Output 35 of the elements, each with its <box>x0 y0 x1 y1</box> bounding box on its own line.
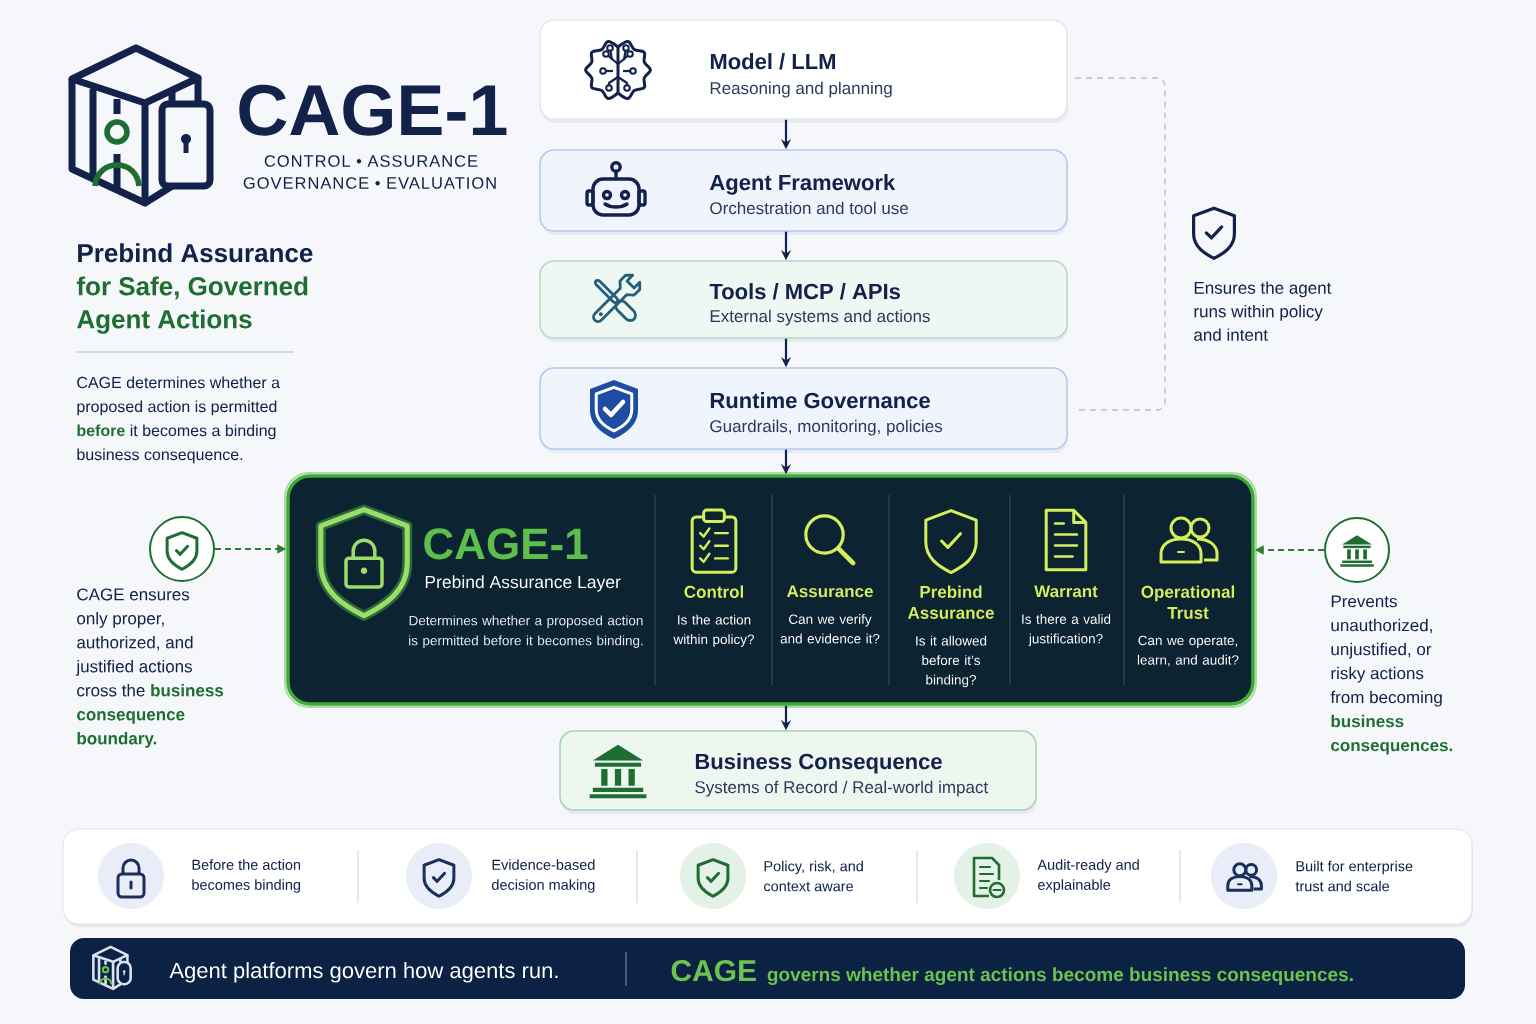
column-heading: Operational Trust <box>1141 585 1235 619</box>
paragraph: CAGE determines whether a proposed action is permitted before it becomes a binding business consequence. <box>77 376 281 464</box>
tagline: GOVERNANCE • EVALUATION <box>243 177 496 189</box>
process-box: Business Consequence Systems of Record / Real-world impact <box>559 730 1037 814</box>
process-box: Tools / MCP / APIs External systems and actions <box>539 260 1068 342</box>
side-note: CAGE ensures only proper, authorized, and justified actions cross the business consequence boundary. <box>76 588 224 748</box>
heading: Prebind Assurance <box>78 243 313 263</box>
process-box: Agent Framework Orchestration and tool use <box>539 149 1068 235</box>
panel-description: Determines whether a proposed action is permitted before it becomes binding. <box>409 615 643 648</box>
column-heading: Prebind Assurance <box>907 585 994 619</box>
process-box: Model / LLM Reasoning and planning <box>539 19 1068 123</box>
heading: for Safe, Governed Agent Actions <box>76 276 308 334</box>
feature-text: Before the action becomes binding <box>192 859 301 893</box>
emphasis-text: CAGE <box>671 960 756 982</box>
column-heading: Assurance <box>786 585 873 598</box>
column-heading: Warrant <box>1034 585 1098 598</box>
column-text: Is there a valid justification? <box>1022 614 1111 647</box>
process-box: Runtime Governance Guardrails, monitoring, policies <box>539 367 1068 453</box>
feature-text: Policy, risk, and context aware <box>764 860 863 892</box>
panel-subtitle: Prebind Assurance Layer <box>425 575 621 592</box>
column-text: Is it allowed before it’s binding? <box>916 635 987 688</box>
panel-title: CAGE-1 <box>424 528 588 560</box>
feature-text: Audit-ready and explainable <box>1037 859 1139 893</box>
column-heading: Control <box>684 585 743 598</box>
footer-text: Agent platforms govern how agents run. <box>169 962 558 983</box>
title: CAGE-1 <box>239 84 507 136</box>
column-text: Can we verify and evidence it? <box>780 614 880 644</box>
column-text: Can we operate, learn, and audit? <box>1137 635 1239 667</box>
note-text: Ensures the agent runs within policy and intent <box>1194 281 1332 341</box>
tagline: CONTROL • ASSURANCE <box>264 155 478 167</box>
side-note: Prevents unauthorized, unjustified, or risky actions from becoming business consequences. <box>1330 595 1453 755</box>
feature-text: Evidence-based decision making <box>492 859 595 893</box>
feature-text: Built for enterprise trust and scale <box>1295 860 1413 892</box>
footer-text: governs whether agent actions become business consequences. <box>767 967 1353 986</box>
column-text: Is the action within policy? <box>673 614 754 647</box>
